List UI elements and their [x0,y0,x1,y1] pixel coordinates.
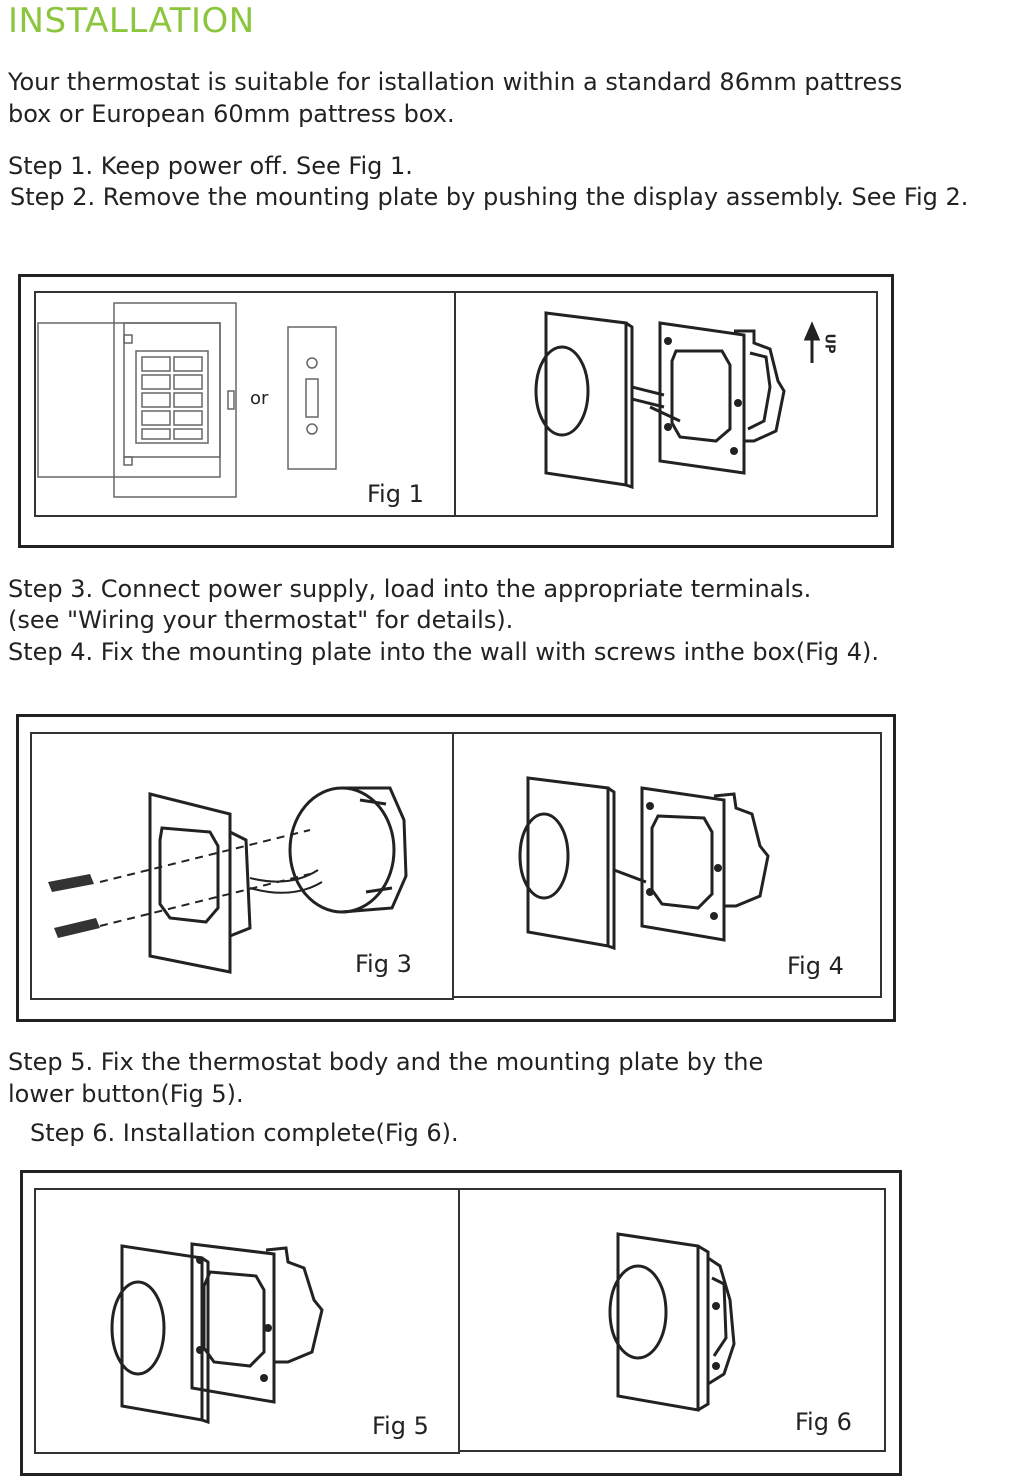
page-title: INSTALLATION [8,1,255,41]
fig4-panel [452,732,882,998]
step-5: Step 5. Fix the thermostat body and the … [8,1048,764,1076]
fig5-label: Fig 5 [372,1412,429,1440]
step-2: Step 2. Remove the mounting plate by pus… [10,183,969,211]
intro-line-1: Your thermostat is suitable for istallat… [8,68,903,96]
step-3: Step 3. Connect power supply, load into … [8,575,812,603]
intro-line-2: box or European 60mm pattress box. [8,100,455,128]
figure-frame-3 [20,1170,902,1476]
fig2-panel [454,291,878,517]
step-5-cont: lower button(Fig 5). [8,1080,244,1108]
fig6-panel [458,1188,886,1452]
figure-frame-2 [16,714,896,1022]
step-4: Step 4. Fix the mounting plate into the … [8,638,879,666]
step-3-note: (see "Wiring your thermostat" for detail… [8,606,514,634]
fig1-label: Fig 1 [367,480,424,508]
step-6: Step 6. Installation complete(Fig 6). [30,1119,459,1147]
up-label: UP [821,333,837,354]
step-1: Step 1. Keep power off. See Fig 1. [8,152,413,180]
fig4-illustration [518,776,770,951]
fig5-illustration [110,1242,324,1425]
fig6-label: Fig 6 [795,1408,852,1436]
fig3-illustration [48,786,408,974]
fig3-label: Fig 3 [355,950,412,978]
fig4-label: Fig 4 [787,952,844,980]
or-label: or [250,388,269,409]
fig2-illustration [534,311,821,490]
fig6-illustration [608,1232,736,1412]
figure-frame-1 [18,274,894,548]
fig1-illustration [37,302,337,498]
